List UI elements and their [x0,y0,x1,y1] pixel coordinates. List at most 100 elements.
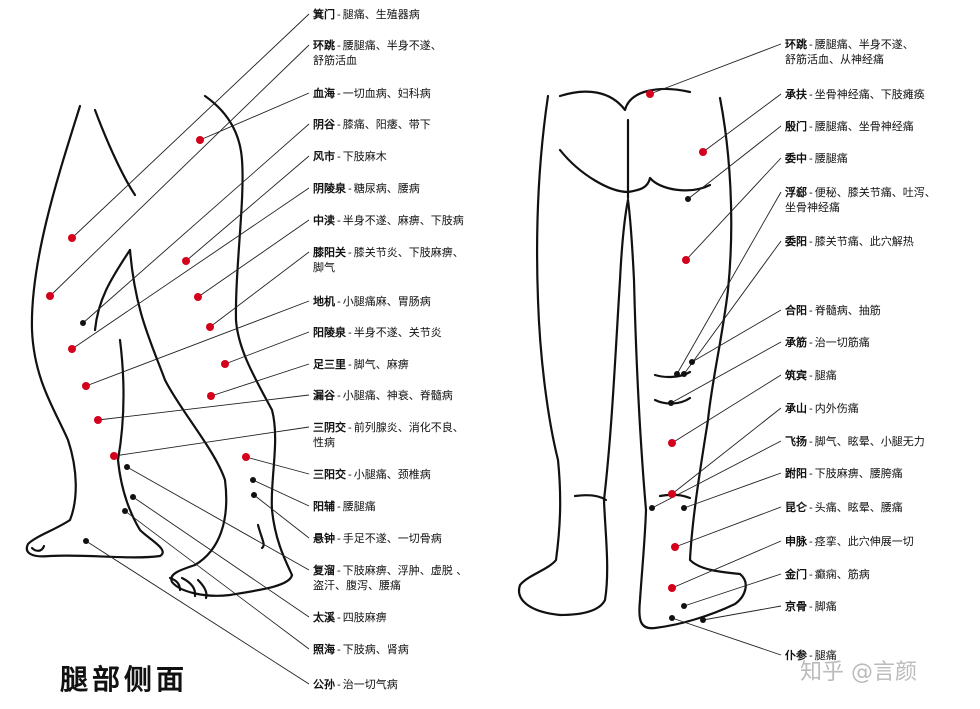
left-leader-line [50,45,309,296]
left-leader-line [72,14,309,238]
left-acupoint-label: 阴谷-膝痛、阳痿、带下 [313,117,431,132]
separator: - [337,532,341,545]
left-leader-line [253,480,309,506]
right-acupoint-marker [668,584,676,592]
acupoint-name: 殷门 [785,120,807,133]
right-leader-line [684,574,781,606]
acupoint-indication: 膝关节痛、此穴解热 [815,235,914,248]
right-acupoint-label: 委中-腰腿痛 [785,151,848,166]
left-acupoint-label: 悬钟-手足不遂、一切骨病 [313,531,442,546]
acupoint-indication: 脚气、麻痹 [354,358,409,371]
acupoint-indication: 舒筋活血、从神经痛 [785,52,914,67]
left-acupoint-marker [130,494,136,500]
separator: - [809,88,813,101]
acupoint-name: 中渎 [313,214,335,227]
acupoint-name: 阴陵泉 [313,182,346,195]
left-acupoint-label: 三阴交-前列腺炎、消化不良、性病 [313,420,464,450]
right-acupoint-marker [649,505,655,511]
left-acupoint-label: 阴陵泉-糖尿病、腰病 [313,181,420,196]
acupoint-indication: 便秘、膝关节痛、吐泻、 [815,186,936,199]
back-view-legs-outline [519,89,746,628]
acupoint-indication: 小腿痛、颈椎病 [354,468,431,481]
right-acupoint-marker [674,371,680,377]
left-acupoint-label: 中渎-半身不遂、麻痹、下肢病 [313,213,464,228]
acupoint-name: 申脉 [785,535,807,548]
right-leader-line [650,44,781,94]
left-acupoint-label: 环跳-腰腿痛、半身不遂、舒筋活血 [313,38,442,68]
separator: - [809,120,813,133]
left-acupoint-label: 箕门-腿痛、生殖器病 [313,7,420,22]
acupoint-indication: 一切血病、妇科病 [343,87,431,100]
left-acupoint-marker [194,293,202,301]
left-acupoint-marker [110,452,118,460]
left-front-leg-outline [27,106,163,557]
acupoint-indication: 小腿痛麻、胃肠病 [343,295,431,308]
left-acupoint-label: 阳辅-腰腿痛 [313,499,376,514]
left-acupoint-marker [68,345,76,353]
acupoint-name: 承山 [785,402,807,415]
left-acupoint-marker [80,320,86,326]
right-acupoint-marker [669,615,675,621]
left-leader-line [246,457,309,474]
left-leader-line [200,93,309,140]
acupoint-name: 风市 [313,150,335,163]
right-acupoint-label: 飞扬-脚气、眩晕、小腿无力 [785,434,925,449]
acupoint-indication: 痉挛、此穴伸展一切 [815,535,914,548]
acupoint-name: 金门 [785,568,807,581]
left-leader-line [198,220,309,297]
right-leader-line [652,441,781,508]
acupoint-indication: 坐骨神经痛 [785,200,936,215]
right-acupoint-label: 京骨-脚痛 [785,599,837,614]
acupoint-name: 委阳 [785,235,807,248]
acupoint-name: 足三里 [313,358,346,371]
right-acupoint-label: 昆仑-头痛、眩晕、腰痛 [785,500,903,515]
acupoint-name: 膝阳关 [313,246,346,259]
acupoint-indication: 下肢麻痹、浮肿、虚脱 、 [343,564,468,577]
acupoint-name: 浮郄 [785,186,807,199]
separator: - [809,336,813,349]
acupoint-indication: 治一切气病 [343,678,398,691]
left-acupoint-label: 足三里-脚气、麻痹 [313,357,409,372]
left-acupoint-label: 公孙-治一切气病 [313,677,398,692]
left-acupoint-marker [196,136,204,144]
right-acupoint-label: 申脉-痉挛、此穴伸展一切 [785,534,914,549]
separator: - [337,87,341,100]
left-acupoint-marker [206,323,214,331]
right-leader-line [672,375,781,443]
separator: - [348,468,352,481]
acupoint-indication: 膝关节炎、下肢麻痹、 [354,246,464,259]
acupoint-name: 跗阳 [785,467,807,480]
right-acupoint-label: 筑宾-腿痛 [785,368,837,383]
right-leader-line [672,541,781,588]
separator: - [337,295,341,308]
separator: - [809,535,813,548]
separator: - [337,150,341,163]
separator: - [348,421,352,434]
separator: - [337,39,341,52]
left-acupoint-marker [82,382,90,390]
left-acupoint-marker [46,292,54,300]
acupoint-name: 照海 [313,643,335,656]
acupoint-indication: 糖尿病、腰病 [354,182,420,195]
left-leader-line [83,124,309,323]
separator: - [809,435,813,448]
acupoint-indication: 腰腿痛、半身不遂、 [815,38,914,51]
acupoint-name: 三阳交 [313,468,346,481]
right-acupoint-label: 承扶-坐骨神经痛、下肢瘫痪 [785,87,925,102]
right-acupoint-label: 殷门-腰腿痛、坐骨神经痛 [785,119,914,134]
left-acupoint-marker [124,464,130,470]
right-leader-line [703,94,781,152]
acupoint-name: 环跳 [313,39,335,52]
separator: - [337,611,341,624]
right-acupoint-marker [700,617,706,623]
acupoint-indication: 腰腿痛、半身不遂、 [343,39,442,52]
page-title: 腿部侧面 [60,658,188,698]
right-acupoint-label: 承筋-治一切筋痛 [785,335,870,350]
acupoint-name: 三阴交 [313,421,346,434]
separator: - [809,235,813,248]
acupoint-indication: 四肢麻痹 [343,611,387,624]
right-acupoint-marker [689,359,695,365]
separator: - [337,643,341,656]
acupoint-indication: 前列腺炎、消化不良、 [354,421,464,434]
